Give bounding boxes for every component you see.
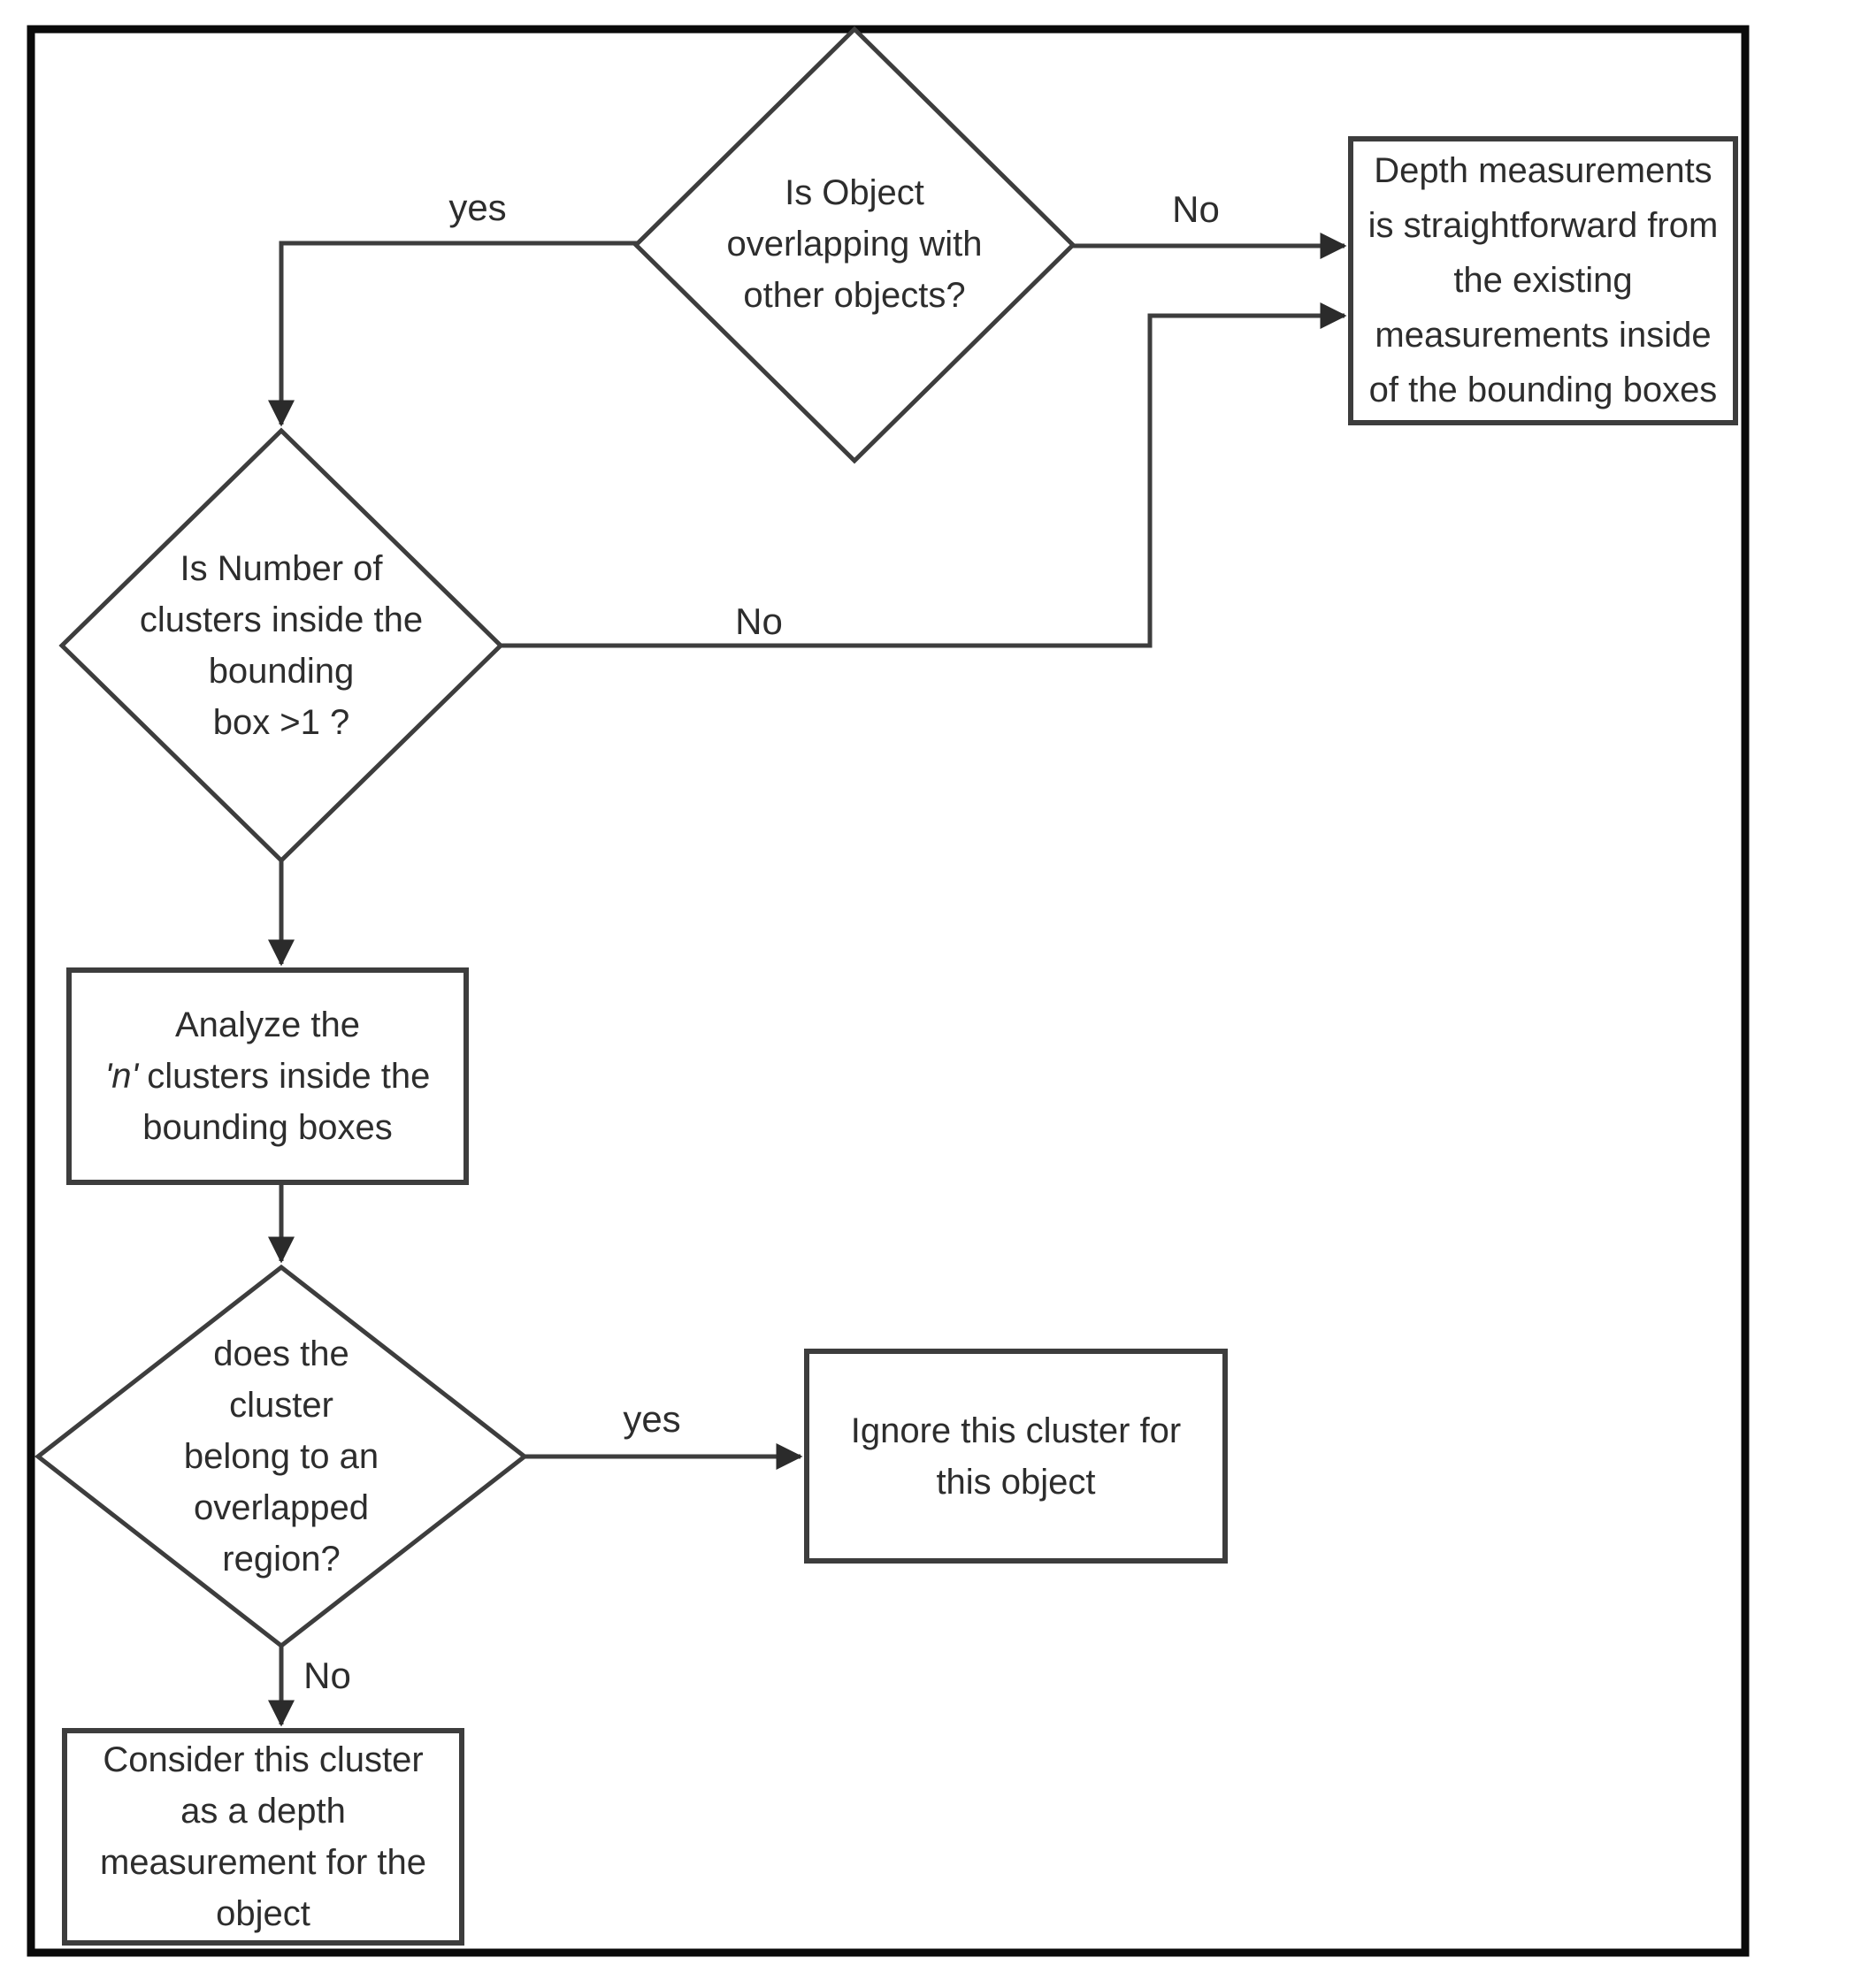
edge-label-region-yes: yes	[623, 1398, 681, 1440]
analyze-line2-rest: clusters inside the	[147, 1057, 431, 1096]
ignore-cluster-box	[804, 1349, 1228, 1564]
consider-cluster-box	[62, 1728, 464, 1946]
decision-clusters-diamond	[58, 427, 504, 864]
edge-label-clusters-no: No	[735, 600, 783, 642]
edge-label-region-no: No	[303, 1655, 351, 1696]
analyze-n-italic: 'n'	[104, 1057, 139, 1096]
analyze-clusters-label: Analyze the 'n'clusters inside the bound…	[71, 973, 464, 1180]
edge-overlap-yes	[268, 241, 637, 427]
edge-label-overlap-yes: yes	[448, 187, 507, 228]
decision-overlap-label: Is Object overlapping with other objects…	[726, 173, 983, 315]
depth-measurement-box	[1348, 136, 1738, 425]
consider-cluster-label: Consider this cluster as a depth measure…	[99, 1740, 427, 1933]
decision-region-diamond	[34, 1264, 529, 1649]
decision-clusters-label: Is Number of clusters inside the boundin…	[139, 549, 424, 742]
decision-region-label: does the cluster belong to an overlapped…	[183, 1334, 379, 1579]
edge-label-overlap-no: No	[1172, 188, 1220, 230]
decision-overlap-diamond	[632, 26, 1076, 464]
ignore-cluster-label: Ignore this cluster for this object	[850, 1411, 1182, 1502]
analyze-clusters-box	[66, 967, 469, 1185]
depth-measurement-label: Depth measurements is straightforward fr…	[1368, 151, 1719, 409]
outer-border	[27, 25, 1750, 1957]
analyze-line1: Analyze the	[174, 1005, 361, 1044]
edge-clusters-no	[501, 302, 1347, 648]
analyze-line3: bounding boxes	[142, 1108, 393, 1147]
analyze-line2: 'n'clusters inside the	[105, 1051, 431, 1102]
